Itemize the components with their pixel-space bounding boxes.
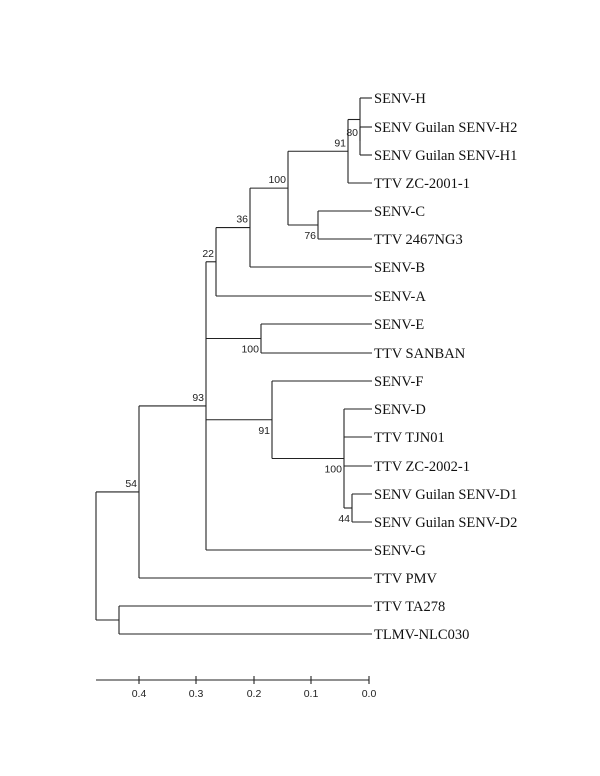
bootstrap-value: 100 bbox=[268, 174, 286, 186]
leaf-label: SENV-C bbox=[374, 204, 425, 220]
leaf-label: SENV Guilan SENV-D1 bbox=[374, 487, 517, 503]
tree-branches bbox=[95, 97, 372, 635]
leaf-label: SENV-H bbox=[374, 91, 426, 107]
leaf-label: SENV-B bbox=[374, 260, 425, 276]
scale-tick-label: 0.4 bbox=[132, 688, 147, 700]
scale-tick-label: 0.3 bbox=[189, 688, 204, 700]
bootstrap-value: 91 bbox=[258, 425, 270, 437]
leaf-label: SENV Guilan SENV-H2 bbox=[374, 120, 517, 136]
bootstrap-value: 80 bbox=[346, 127, 358, 139]
leaf-label: TTV 2467NG3 bbox=[374, 232, 463, 248]
leaf-label: SENV-F bbox=[374, 374, 423, 390]
bootstrap-value: 22 bbox=[202, 248, 214, 260]
leaf-label: TTV TA278 bbox=[374, 599, 445, 615]
leaf-label: TTV ZC-2002-1 bbox=[374, 459, 470, 475]
leaf-label: TTV TJN01 bbox=[374, 430, 445, 446]
leaf-label: TTV PMV bbox=[374, 571, 438, 587]
leaf-label: TLMV-NLC030 bbox=[374, 627, 469, 643]
leaf-label: TTV ZC-2001-1 bbox=[374, 176, 470, 192]
bootstrap-value: 54 bbox=[125, 478, 137, 490]
leaf-label: SENV Guilan SENV-H1 bbox=[374, 148, 517, 164]
scale-tick-label: 0.2 bbox=[247, 688, 262, 700]
leaf-label: SENV-G bbox=[374, 543, 426, 559]
bootstrap-value: 44 bbox=[338, 513, 350, 525]
leaf-label: SENV-A bbox=[374, 289, 426, 305]
scale-tick-label: 0.1 bbox=[304, 688, 319, 700]
scale-bar: 0.4 0.3 0.2 0.1 0.0 bbox=[96, 676, 376, 700]
leaf-label: SENV-E bbox=[374, 317, 424, 333]
bootstrap-value: 100 bbox=[324, 464, 342, 476]
scale-tick-label: 0.0 bbox=[362, 688, 377, 700]
bootstrap-value: 93 bbox=[192, 392, 204, 404]
leaf-label: SENV Guilan SENV-D2 bbox=[374, 515, 517, 531]
leaf-label: SENV-D bbox=[374, 402, 426, 418]
leaf-label: TTV SANBAN bbox=[374, 346, 466, 362]
bootstrap-value: 91 bbox=[334, 137, 346, 149]
bootstrap-value: 100 bbox=[241, 344, 259, 356]
bootstrap-value: 76 bbox=[304, 230, 316, 242]
bootstrap-value: 36 bbox=[236, 214, 248, 226]
